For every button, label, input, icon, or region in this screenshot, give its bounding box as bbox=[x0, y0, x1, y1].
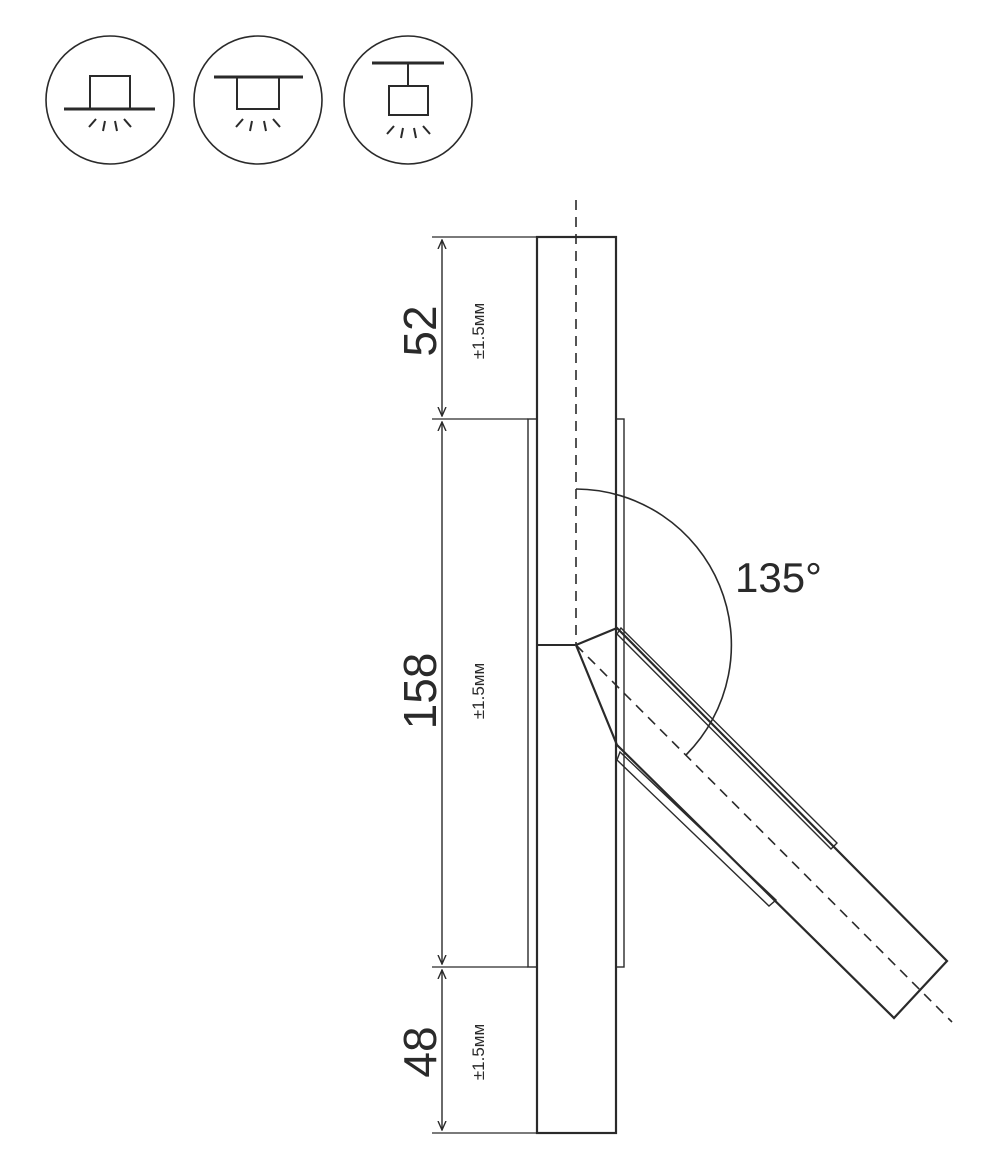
angle-label: 135° bbox=[735, 554, 822, 601]
dimension-bottom-tolerance: ±1.5мм bbox=[469, 1024, 488, 1080]
suspended-mount-icon bbox=[343, 35, 473, 165]
center-lines bbox=[575, 200, 953, 1023]
dimension-middle: 158 ±1.5мм bbox=[394, 653, 488, 730]
dimension-middle-value: 158 bbox=[394, 653, 446, 730]
dimension-middle-tolerance: ±1.5мм bbox=[469, 663, 488, 719]
dimension-bottom: 48 ±1.5мм bbox=[394, 1024, 488, 1080]
surface-mount-icon bbox=[45, 35, 175, 165]
tilted-arm bbox=[574, 626, 949, 1020]
angle-indicator: 135° bbox=[575, 488, 822, 756]
dimension-top-value: 52 bbox=[394, 305, 446, 356]
extension-lines bbox=[432, 236, 537, 1134]
semi-recessed-mount-icon bbox=[193, 35, 323, 165]
dimension-top: 52 ±1.5мм bbox=[394, 303, 488, 359]
dimension-bottom-value: 48 bbox=[394, 1026, 446, 1077]
dimension-top-tolerance: ±1.5мм bbox=[469, 303, 488, 359]
